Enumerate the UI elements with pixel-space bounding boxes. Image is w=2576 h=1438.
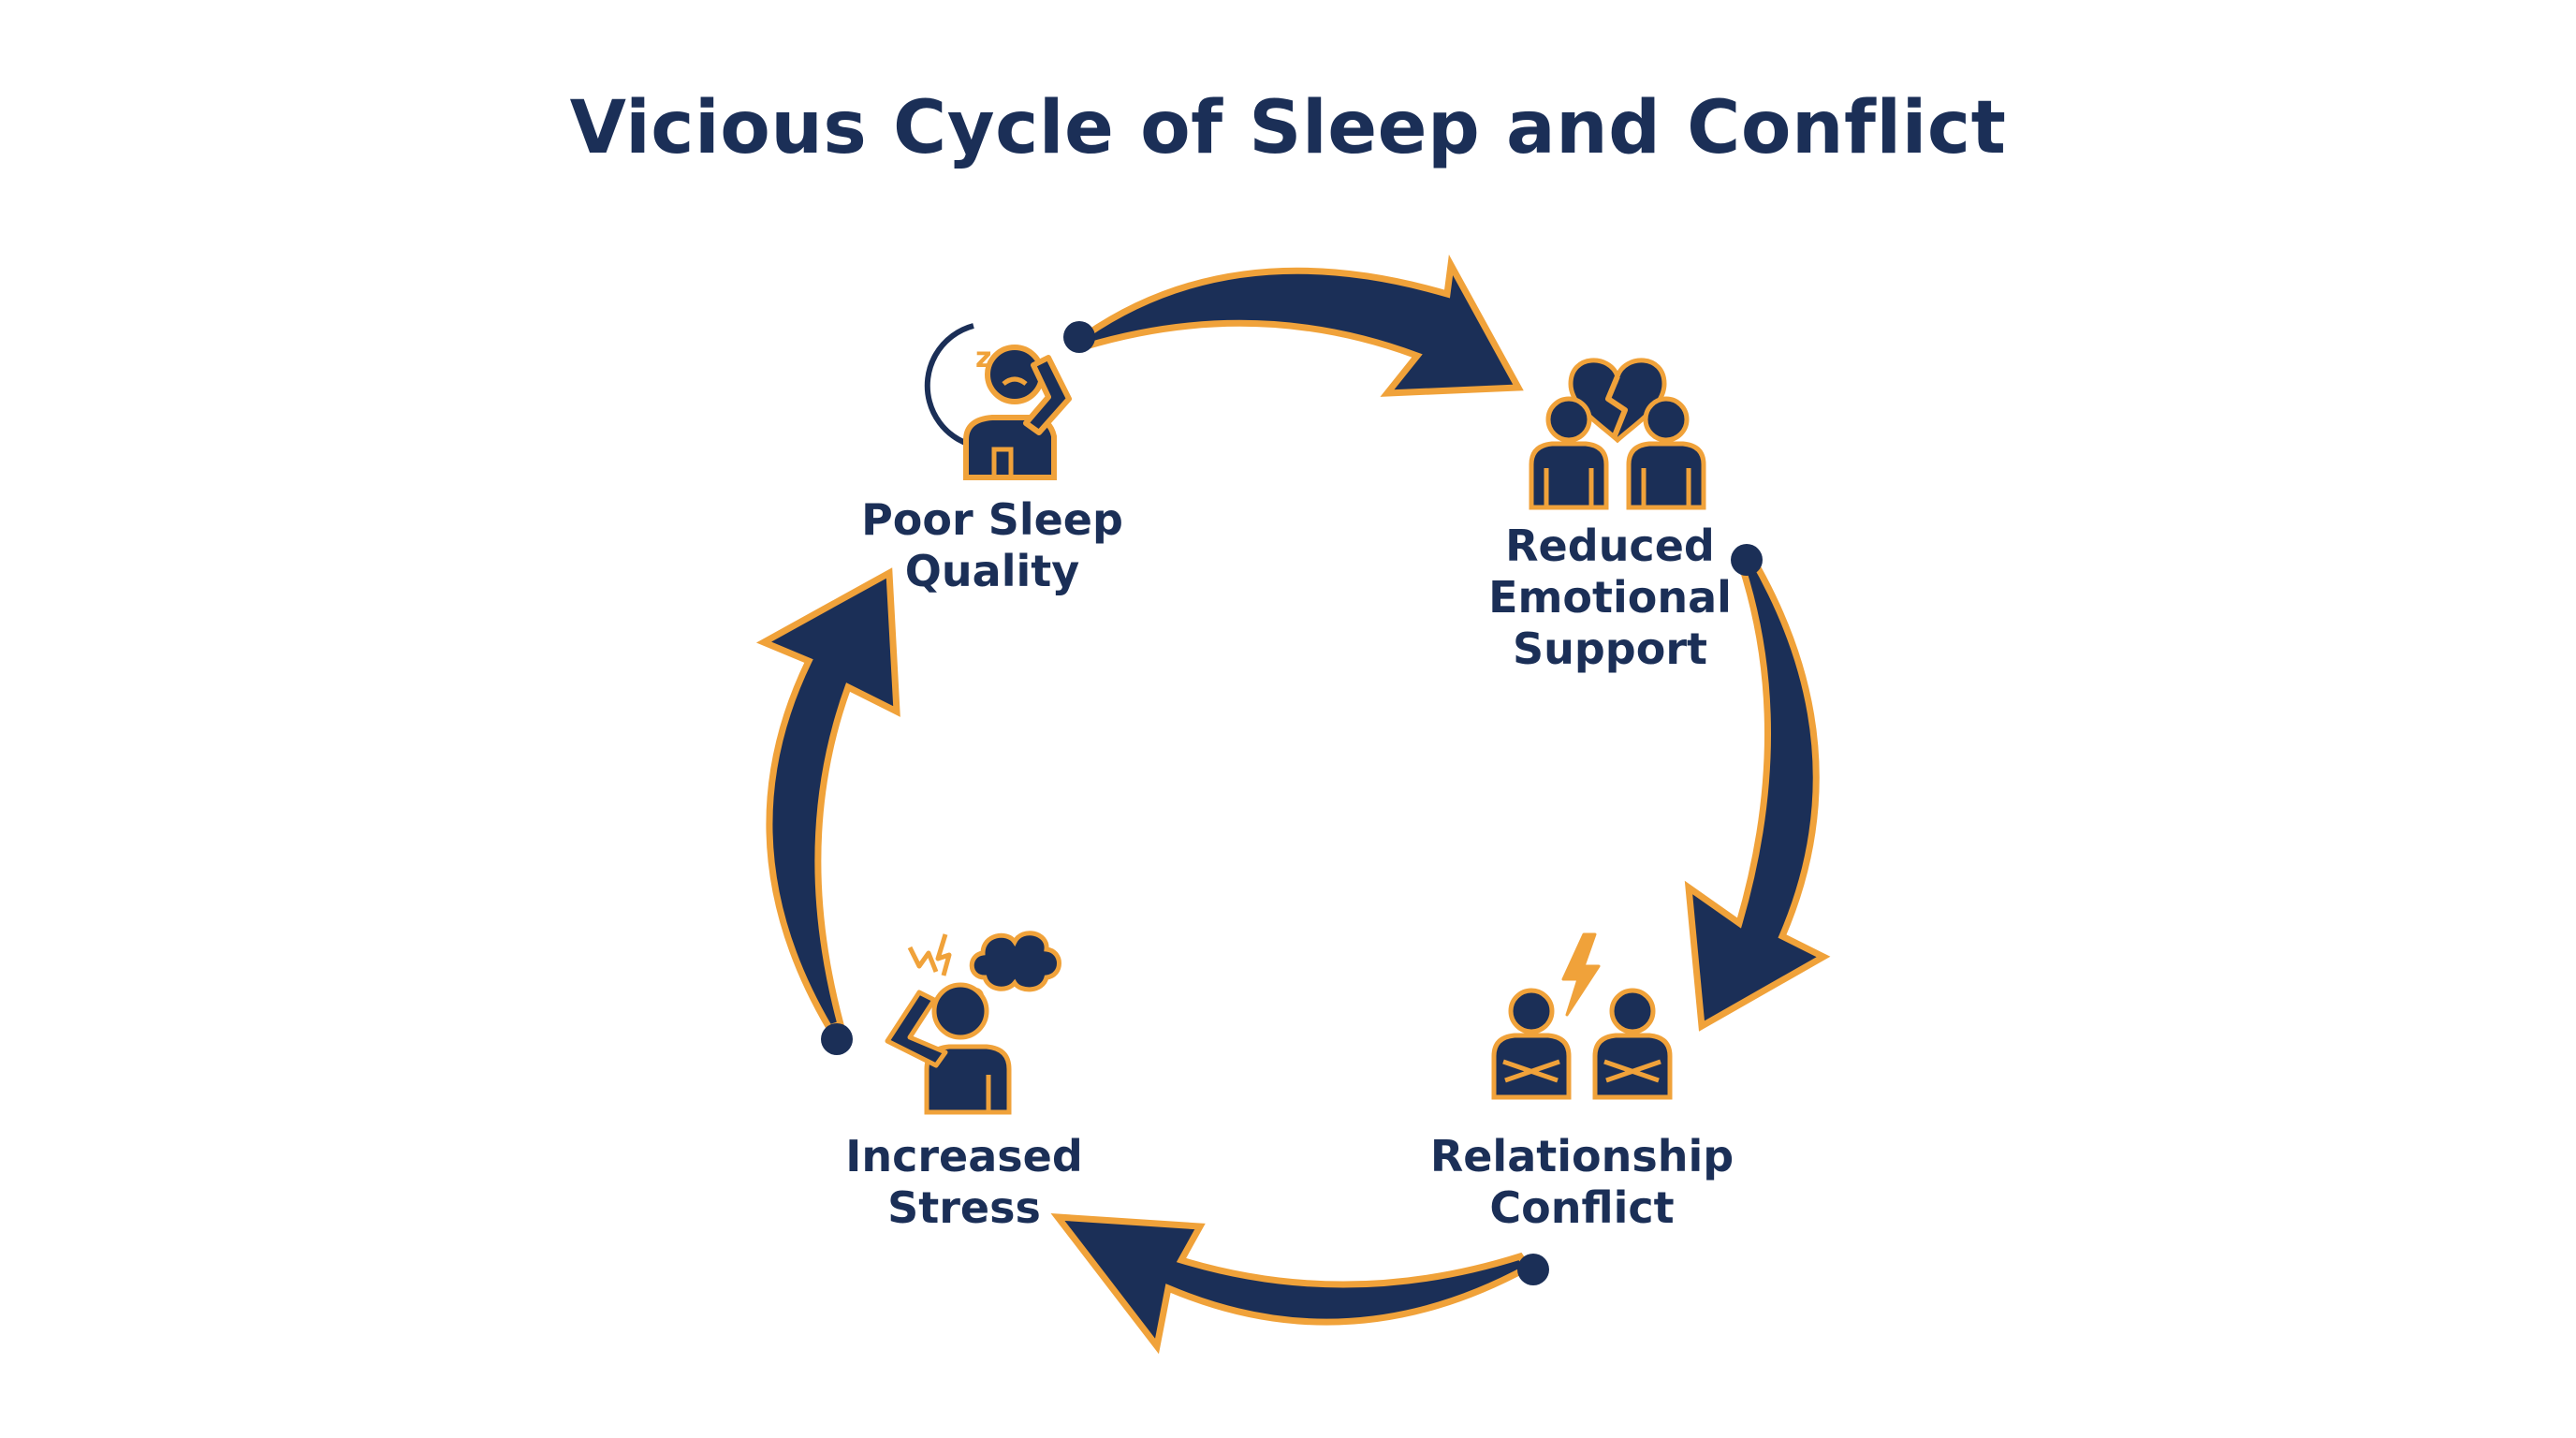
node-label-line: Poor Sleep [861,494,1123,545]
arguing-couple-lightning-icon [1491,932,1673,1100]
node-label-line: Quality [904,546,1080,596]
arrow-start-dot [1517,1254,1549,1285]
node-label-line: Conflict [1489,1182,1675,1233]
node-label-poor-sleep: Poor Sleep Quality [805,494,1179,597]
arrow-poor-sleep-to-reduced-support [1082,254,1524,397]
diagram-title: Vicious Cycle of Sleep and Conflict [569,86,2007,170]
node-label-line: Relationship [1429,1131,1734,1181]
broken-heart-couple-icon [1529,358,1706,510]
node-label-line: Increased [845,1131,1083,1181]
node-label-line: Support [1512,624,1707,674]
node-label-line: Reduced [1505,521,1715,571]
arrow-start-dot [821,1023,853,1055]
arrow-relationship-conflict-to-increased-stress [1050,1212,1533,1355]
node-label-line: Emotional [1488,572,1732,623]
stressed-person-thought-cloud-icon [885,931,1061,1115]
arrow-reduced-support-to-relationship-conflict [1684,553,1831,1032]
node-label-line: Stress [887,1182,1041,1233]
sleepy-person-moon-icon: z [924,323,1072,480]
node-label-reduced-support: Reduced Emotional Support [1423,521,1797,675]
arrow-start-dot [1063,321,1095,353]
arrow-increased-stress-to-poor-sleep [755,567,900,1033]
cycle-arrows [755,254,1831,1355]
node-label-relationship-conflict: Relationship Conflict [1376,1131,1788,1234]
arrow-start-dot [1731,544,1763,576]
node-label-increased-stress: Increased Stress [777,1131,1151,1234]
